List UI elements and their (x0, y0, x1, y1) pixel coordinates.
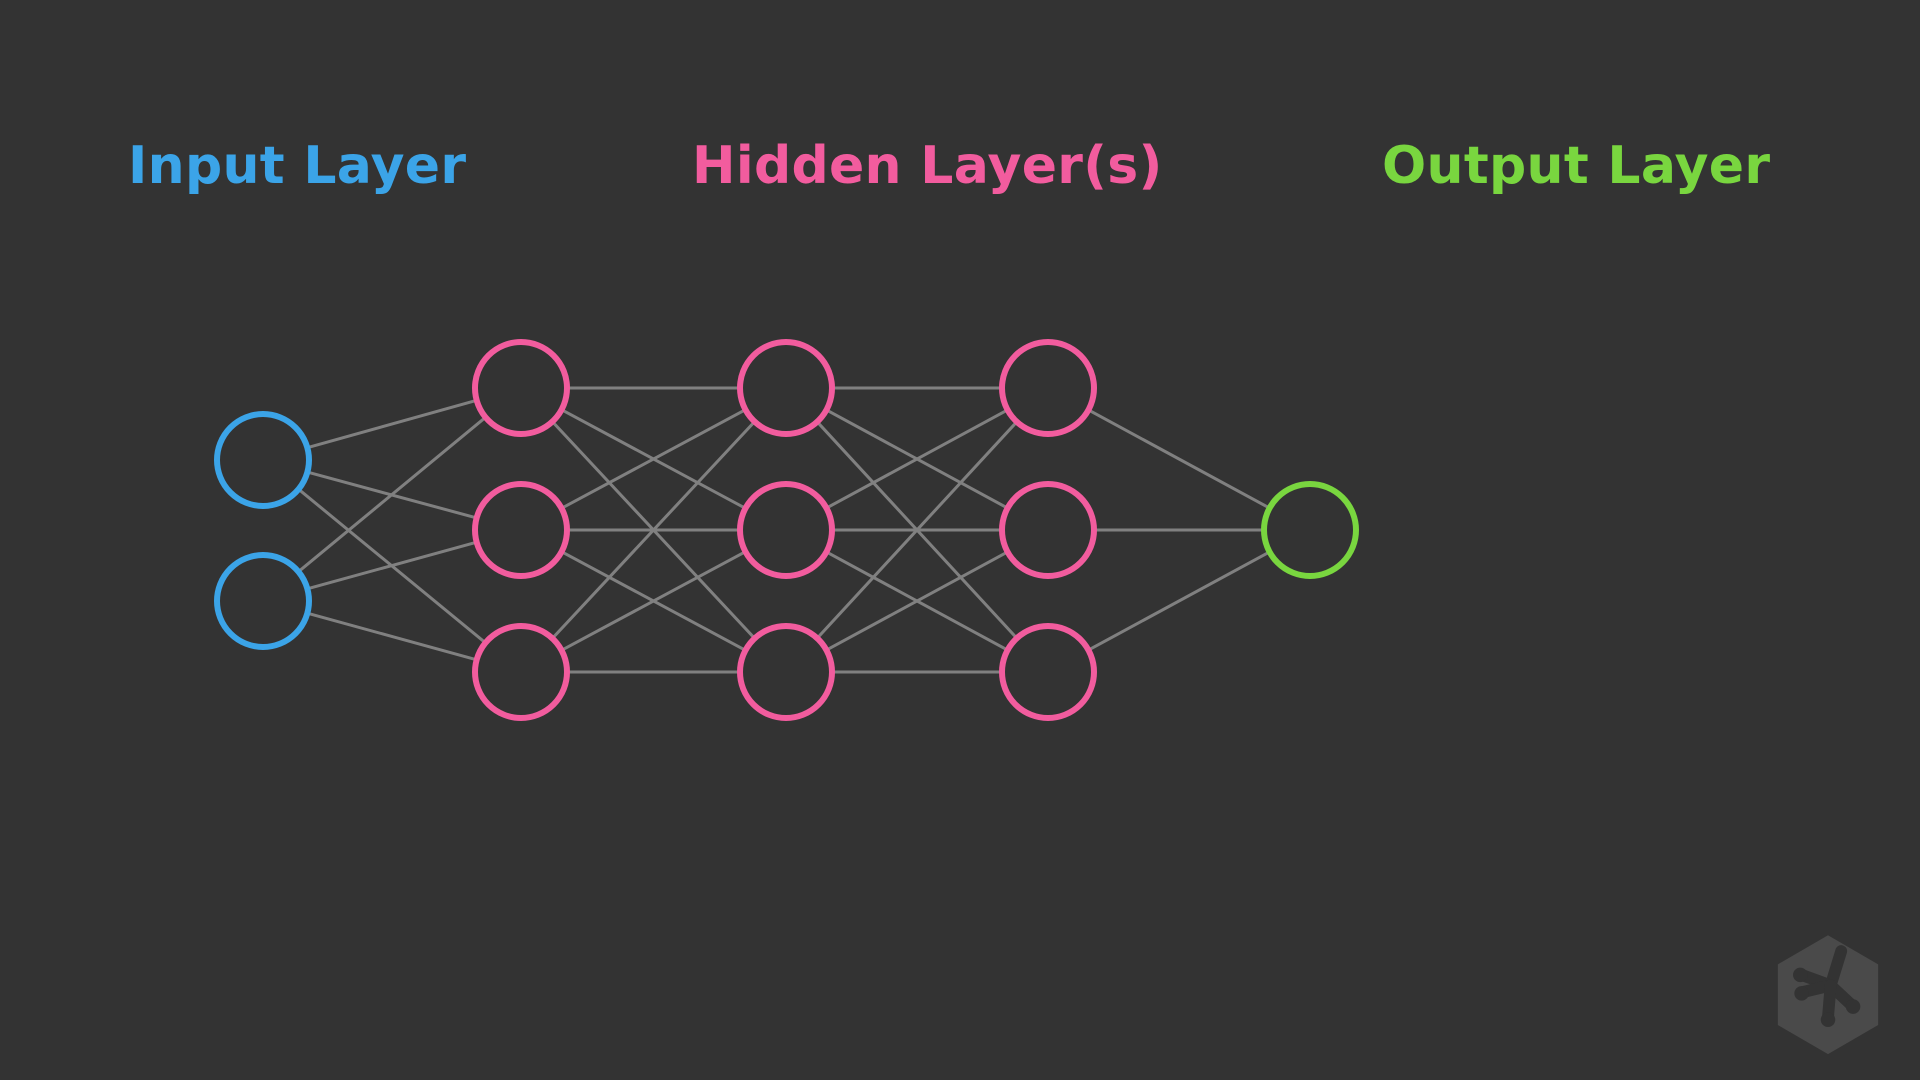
connection-edges (296, 386, 1272, 674)
neuron-node-hidden2-3[interactable] (737, 623, 835, 721)
neuron-node-hidden2-1[interactable] (737, 339, 835, 437)
connection-edge (305, 398, 479, 450)
connection-edge (1086, 550, 1272, 652)
connection-edge (550, 420, 757, 640)
connection-edge (824, 550, 1010, 652)
neuron-node-hidden3-3[interactable] (999, 623, 1097, 721)
connection-edge (560, 550, 747, 652)
hidden-layer-label: Hidden Layer(s) (692, 136, 1163, 196)
neuron-node-hidden3-2[interactable] (999, 481, 1097, 579)
neuron-node-input-1[interactable] (214, 411, 312, 509)
output-layer-label: Output Layer (1382, 136, 1771, 196)
neuron-node-hidden3-1[interactable] (999, 339, 1097, 437)
neuron-node-input-2[interactable] (214, 552, 312, 650)
neuron-node-hidden1-2[interactable] (472, 481, 570, 579)
input-layer-label: Input Layer (128, 136, 467, 196)
connection-edge (560, 408, 747, 510)
connection-edge (815, 420, 1019, 640)
connection-edge (305, 611, 479, 662)
connection-edge (824, 408, 1010, 510)
connection-edge (1086, 408, 1272, 510)
connection-edge (305, 540, 479, 591)
neuron-nodes (214, 339, 1359, 721)
neuron-node-hidden1-3[interactable] (472, 623, 570, 721)
neuron-node-hidden2-2[interactable] (737, 481, 835, 579)
neuron-node-hidden1-1[interactable] (472, 339, 570, 437)
connection-edge (296, 415, 488, 574)
neuron-node-output-1[interactable] (1261, 481, 1359, 579)
hexagon-neuron-logo-icon (1777, 935, 1879, 1055)
